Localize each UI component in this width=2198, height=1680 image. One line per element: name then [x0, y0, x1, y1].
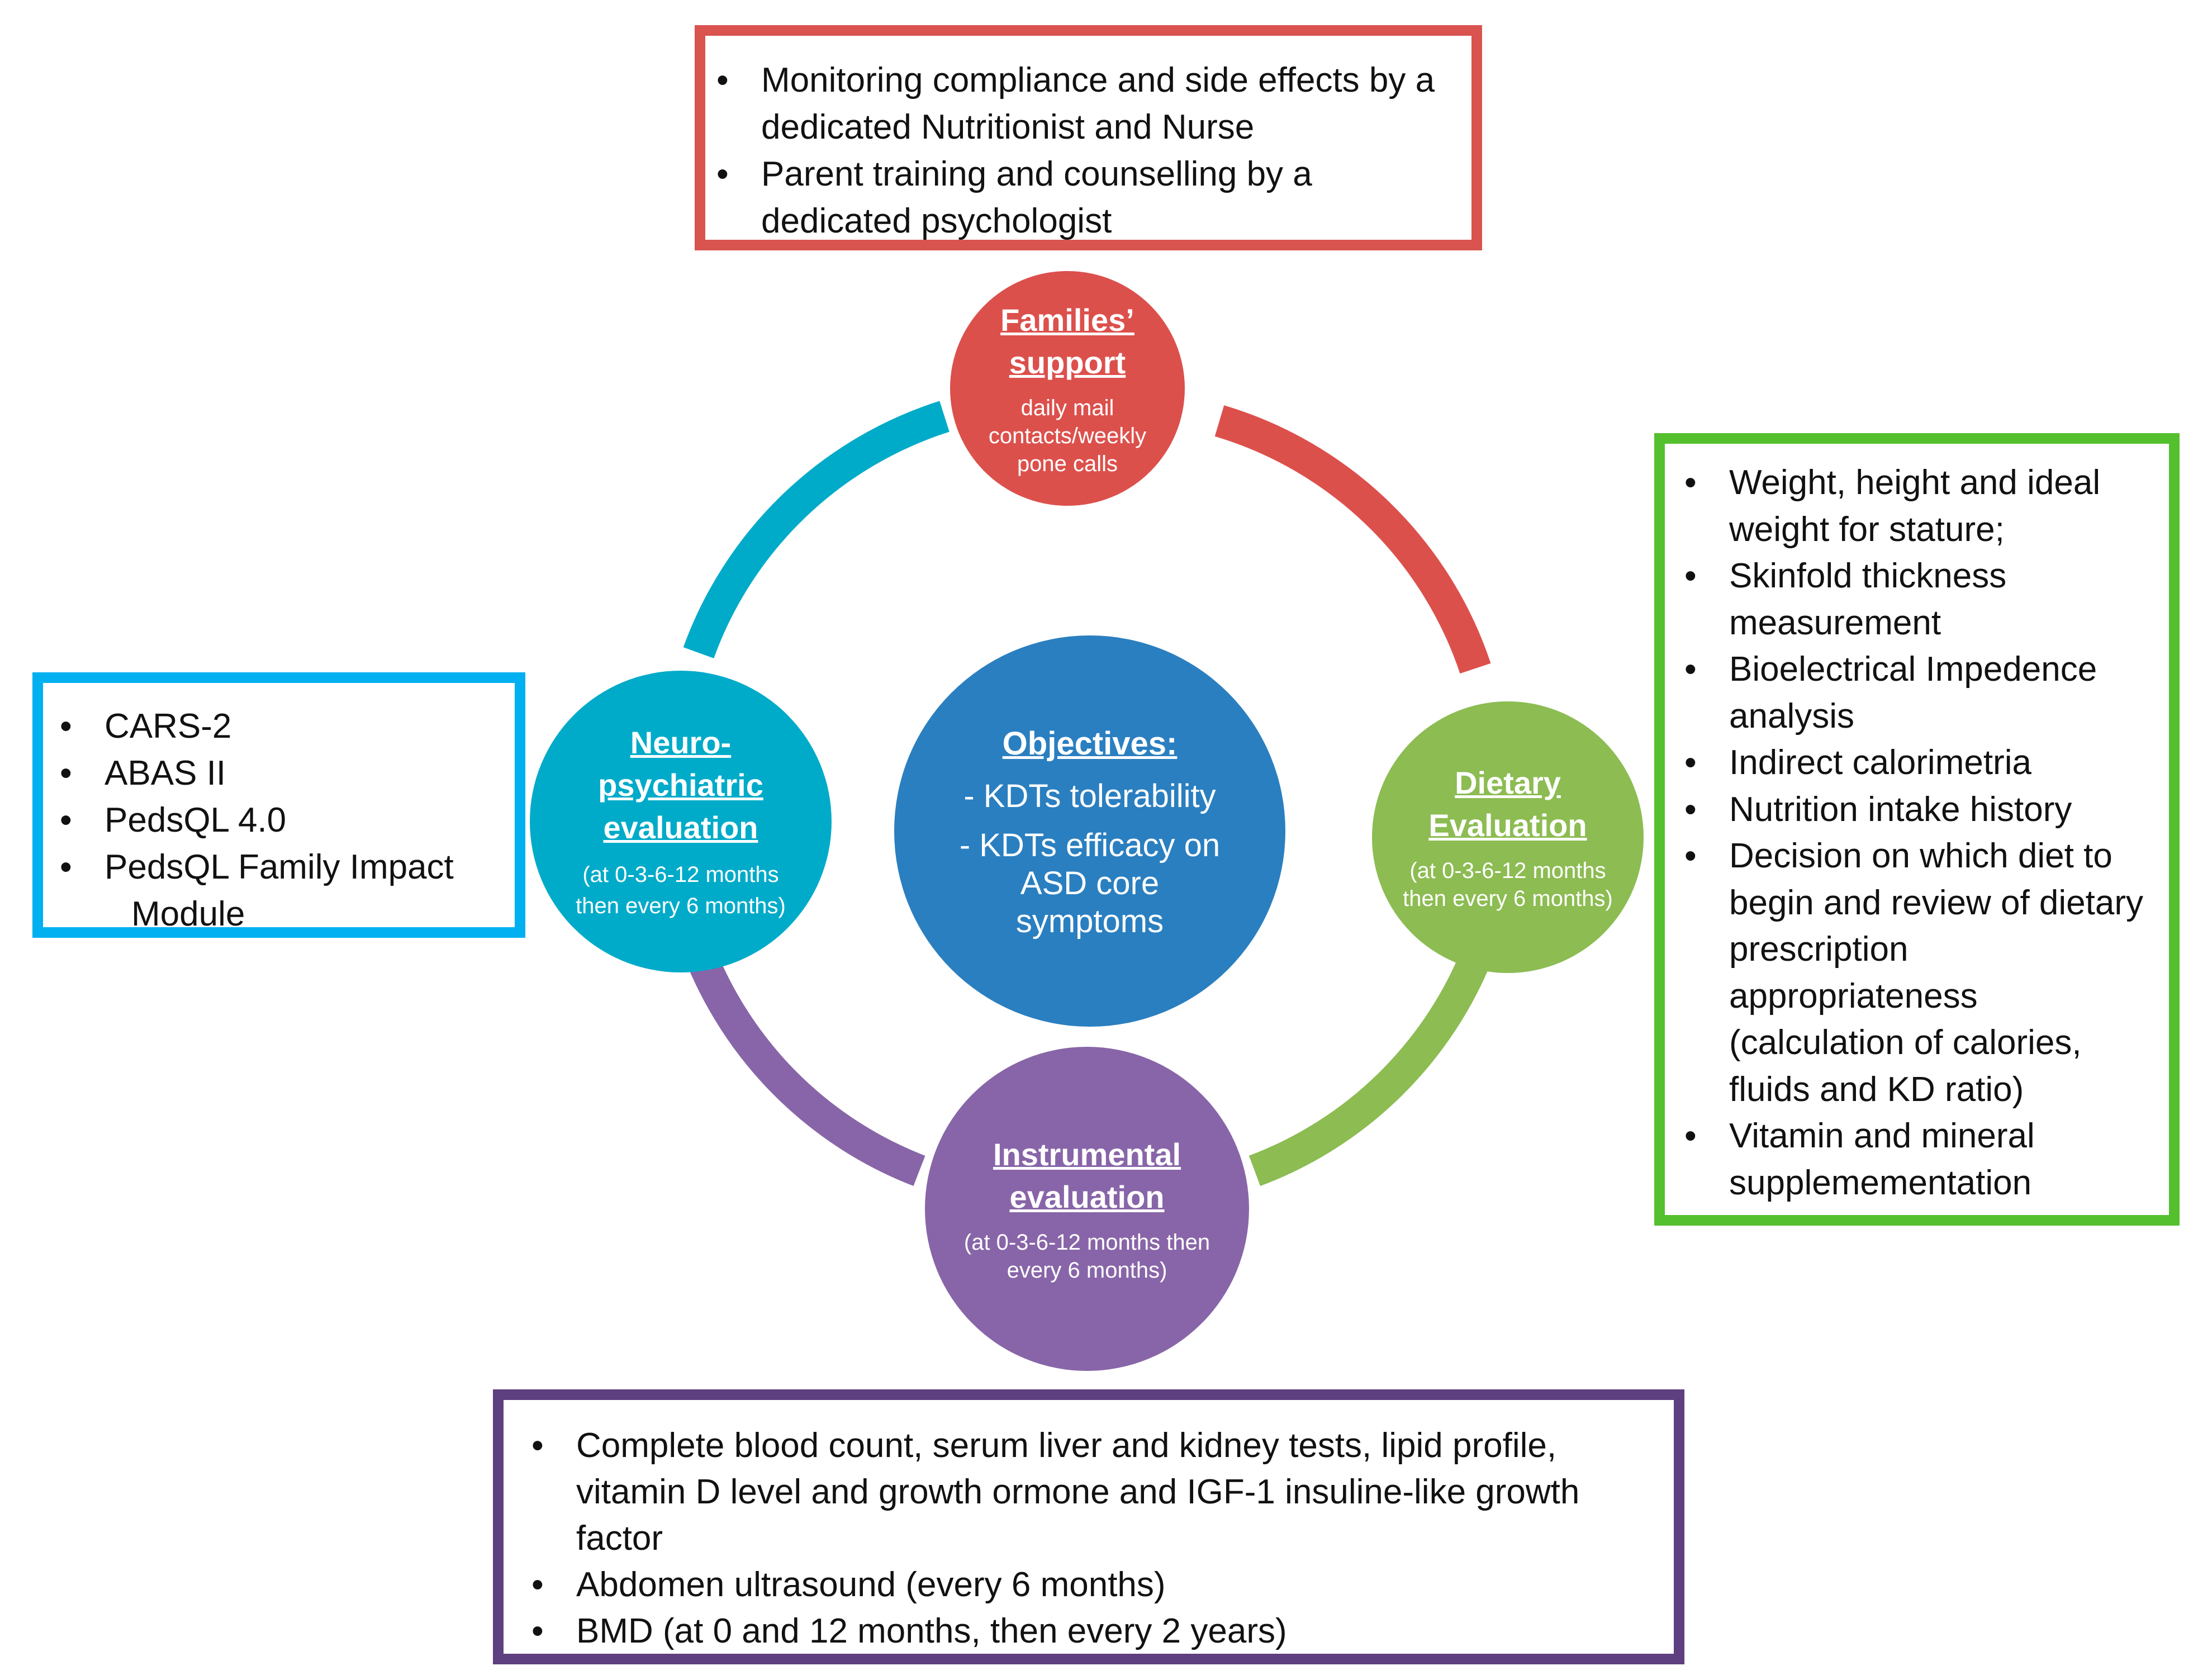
- dietary-evaluation-node: Dietary Evaluation (at 0-3-6-12 months t…: [1372, 701, 1644, 973]
- objectives-circle: Objectives: - KDTs tolerability - KDTs e…: [894, 635, 1285, 1027]
- neuropsychiatric-evaluation-subtitle: (at 0-3-6-12 months then every 6 months): [576, 862, 786, 918]
- list-item: Parent training and counselling by a ded…: [716, 151, 1455, 245]
- objective-item: - KDTs tolerability: [963, 778, 1216, 814]
- list-item: Monitoring compliance and side effects b…: [716, 57, 1455, 151]
- instrumental-list: Complete blood count, serum liver and ki…: [531, 1422, 1663, 1654]
- neuropsychiatric-evaluation-node: Neuro-psychiatric evaluation (at 0-3-6-1…: [530, 671, 832, 972]
- list-item: BMD (at 0 and 12 months, then every 2 ye…: [531, 1608, 1663, 1654]
- list-item: Vitamin and mineral supplemementation: [1684, 1113, 2158, 1206]
- objectives-title: Objectives:: [1002, 725, 1178, 762]
- arc-dietary-to-instrumental: [1248, 944, 1494, 1187]
- arc-families-to-dietary: [1214, 405, 1491, 674]
- dietary-evaluation-subtitle: (at 0-3-6-12 months then every 6 months): [1403, 858, 1613, 911]
- families-support-details-box: Monitoring compliance and side effects b…: [695, 25, 1482, 250]
- neuropsychiatric-list: CARS-2 ABAS II PedsQL 4.0 PedsQL Family …: [60, 703, 504, 938]
- neuropsychiatric-evaluation-title: Neuro-psychiatric evaluation: [598, 725, 763, 845]
- dietary-details-box: Weight, height and ideal weight for stat…: [1654, 433, 2180, 1226]
- dietary-list: Weight, height and ideal weight for stat…: [1684, 459, 2158, 1206]
- families-support-node: Families’ support daily mail contacts/we…: [950, 271, 1185, 506]
- list-item: Abdomen ultrasound (every 6 months): [531, 1562, 1663, 1608]
- list-item: PedsQL 4.0: [60, 797, 504, 844]
- list-item: Complete blood count, serum liver and ki…: [531, 1422, 1663, 1562]
- dietary-evaluation-title: Dietary Evaluation: [1428, 765, 1587, 843]
- objective-item: - KDTs efficacy on ASD core symptoms: [959, 827, 1221, 939]
- list-item: Weight, height and ideal weight for stat…: [1684, 459, 2158, 553]
- instrumental-evaluation-node: Instrumental evaluation (at 0-3-6-12 mon…: [925, 1047, 1249, 1371]
- list-item: Indirect calorimetria: [1684, 739, 2158, 786]
- list-item-continuation: Module: [131, 895, 245, 933]
- families-support-list: Monitoring compliance and side effects b…: [716, 57, 1455, 245]
- list-item: PedsQL Family Impact: [60, 844, 504, 891]
- arc-instrumental-to-neuro: [683, 944, 925, 1187]
- list-item: Bioelectrical Impedence analysis: [1684, 646, 2158, 739]
- families-support-subtitle: daily mail contacts/weekly pone calls: [988, 396, 1147, 476]
- list-item: Skinfold thickness measurement: [1684, 553, 2158, 646]
- instrumental-evaluation-subtitle: (at 0-3-6-12 months then every 6 months): [963, 1230, 1210, 1283]
- instrumental-evaluation-title: Instrumental evaluation: [993, 1137, 1181, 1214]
- arc-neuro-to-families: [683, 401, 950, 658]
- neuropsychiatric-details-box: CARS-2 ABAS II PedsQL 4.0 PedsQL Family …: [32, 672, 525, 938]
- list-item: Nutrition intake history: [1684, 786, 2158, 833]
- families-support-title: Families’ support: [1000, 302, 1134, 380]
- list-item: ABAS II: [60, 750, 504, 797]
- list-item: Decision on which diet to begin and revi…: [1684, 833, 2158, 1113]
- list-item: CARS-2: [60, 703, 504, 750]
- instrumental-details-box: Complete blood count, serum liver and ki…: [493, 1389, 1684, 1664]
